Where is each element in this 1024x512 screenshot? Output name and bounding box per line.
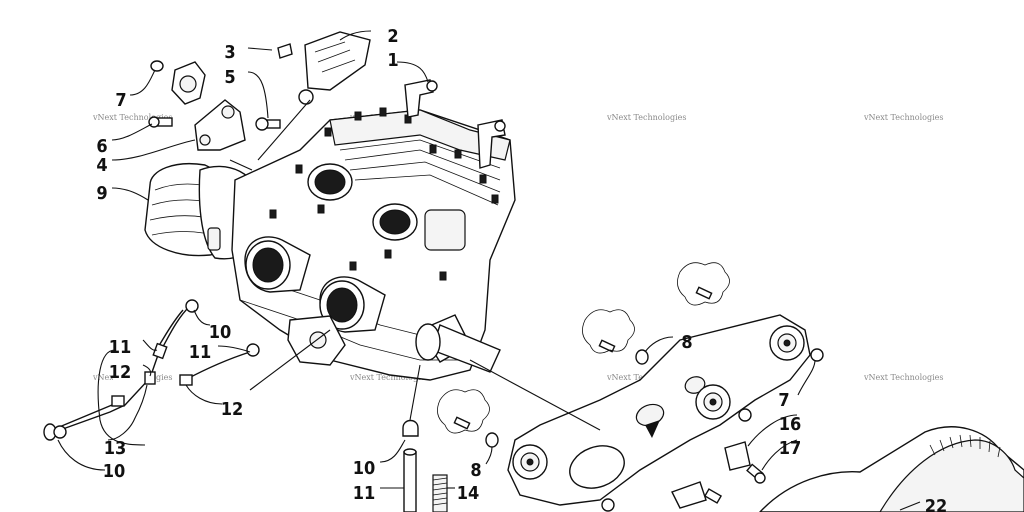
lower-bracket <box>671 481 723 509</box>
spark-plug-cap-part-1 <box>404 79 506 169</box>
callout-c11a: 11 <box>109 337 132 358</box>
callout-c17: 17 <box>779 438 802 459</box>
rubber-damper-part-7 <box>512 325 805 480</box>
bolt-part-5 <box>255 117 281 131</box>
callout-c3: 3 <box>224 42 235 63</box>
intake-throats <box>244 236 386 333</box>
callout-c1: 1 <box>387 50 398 71</box>
leader-lines <box>57 30 921 511</box>
bolt-part-3 <box>277 43 293 59</box>
studs <box>437 262 730 434</box>
callout-c7a: 7 <box>115 90 126 111</box>
callout-c8a: 8 <box>681 332 692 353</box>
callout-c10a: 10 <box>209 322 232 343</box>
watermark-text-wm4: vNext Technologies <box>863 113 943 122</box>
exhaust-ports <box>307 163 418 241</box>
damper-part-7-top <box>150 60 206 105</box>
callout-c13: 13 <box>104 438 127 459</box>
bracket-part-16 <box>724 441 751 471</box>
callout-c11b: 11 <box>189 342 212 363</box>
callout-c22: 22 <box>925 496 948 512</box>
callout-c10c: 10 <box>103 461 126 482</box>
callout-c12b: 12 <box>221 399 244 420</box>
watermark-text-wm8: vNext Technologies <box>863 373 943 382</box>
washer-part-8 <box>485 349 649 448</box>
bolt-part-6 <box>148 116 173 128</box>
callout-c12a: 12 <box>109 362 132 383</box>
callout-c8b: 8 <box>470 460 481 481</box>
callout-c2: 2 <box>387 26 398 47</box>
spring-part-14 <box>432 474 448 512</box>
output-shaft <box>415 314 501 373</box>
watermark-text-wm6: vNext Technologies <box>349 373 429 382</box>
vertical-hose-part-11 <box>402 419 419 512</box>
mount-bracket-part-4 <box>194 99 246 151</box>
callout-c5: 5 <box>224 67 235 88</box>
nuts-part-7 <box>601 348 824 512</box>
callout-c14: 14 <box>457 483 480 504</box>
watermark-text-wm3: vNext Technologies <box>606 113 686 122</box>
callout-c11c: 11 <box>353 483 376 504</box>
bolt-part-17 <box>746 463 766 484</box>
fuel-hose-assembly <box>43 299 260 441</box>
drive-belt-part-22 <box>759 426 1024 512</box>
engine-mount-plate <box>507 314 811 506</box>
callout-c6: 6 <box>96 136 107 157</box>
callout-c7b: 7 <box>778 390 789 411</box>
callout-c4: 4 <box>96 155 107 176</box>
callout-c10b: 10 <box>353 458 376 479</box>
starter-handle-part-2 <box>298 31 371 105</box>
callout-c16: 16 <box>779 414 802 435</box>
callout-c9: 9 <box>96 183 107 204</box>
watermark-text-wm1: vNext Technologies <box>92 113 172 122</box>
engine-block <box>231 107 516 381</box>
